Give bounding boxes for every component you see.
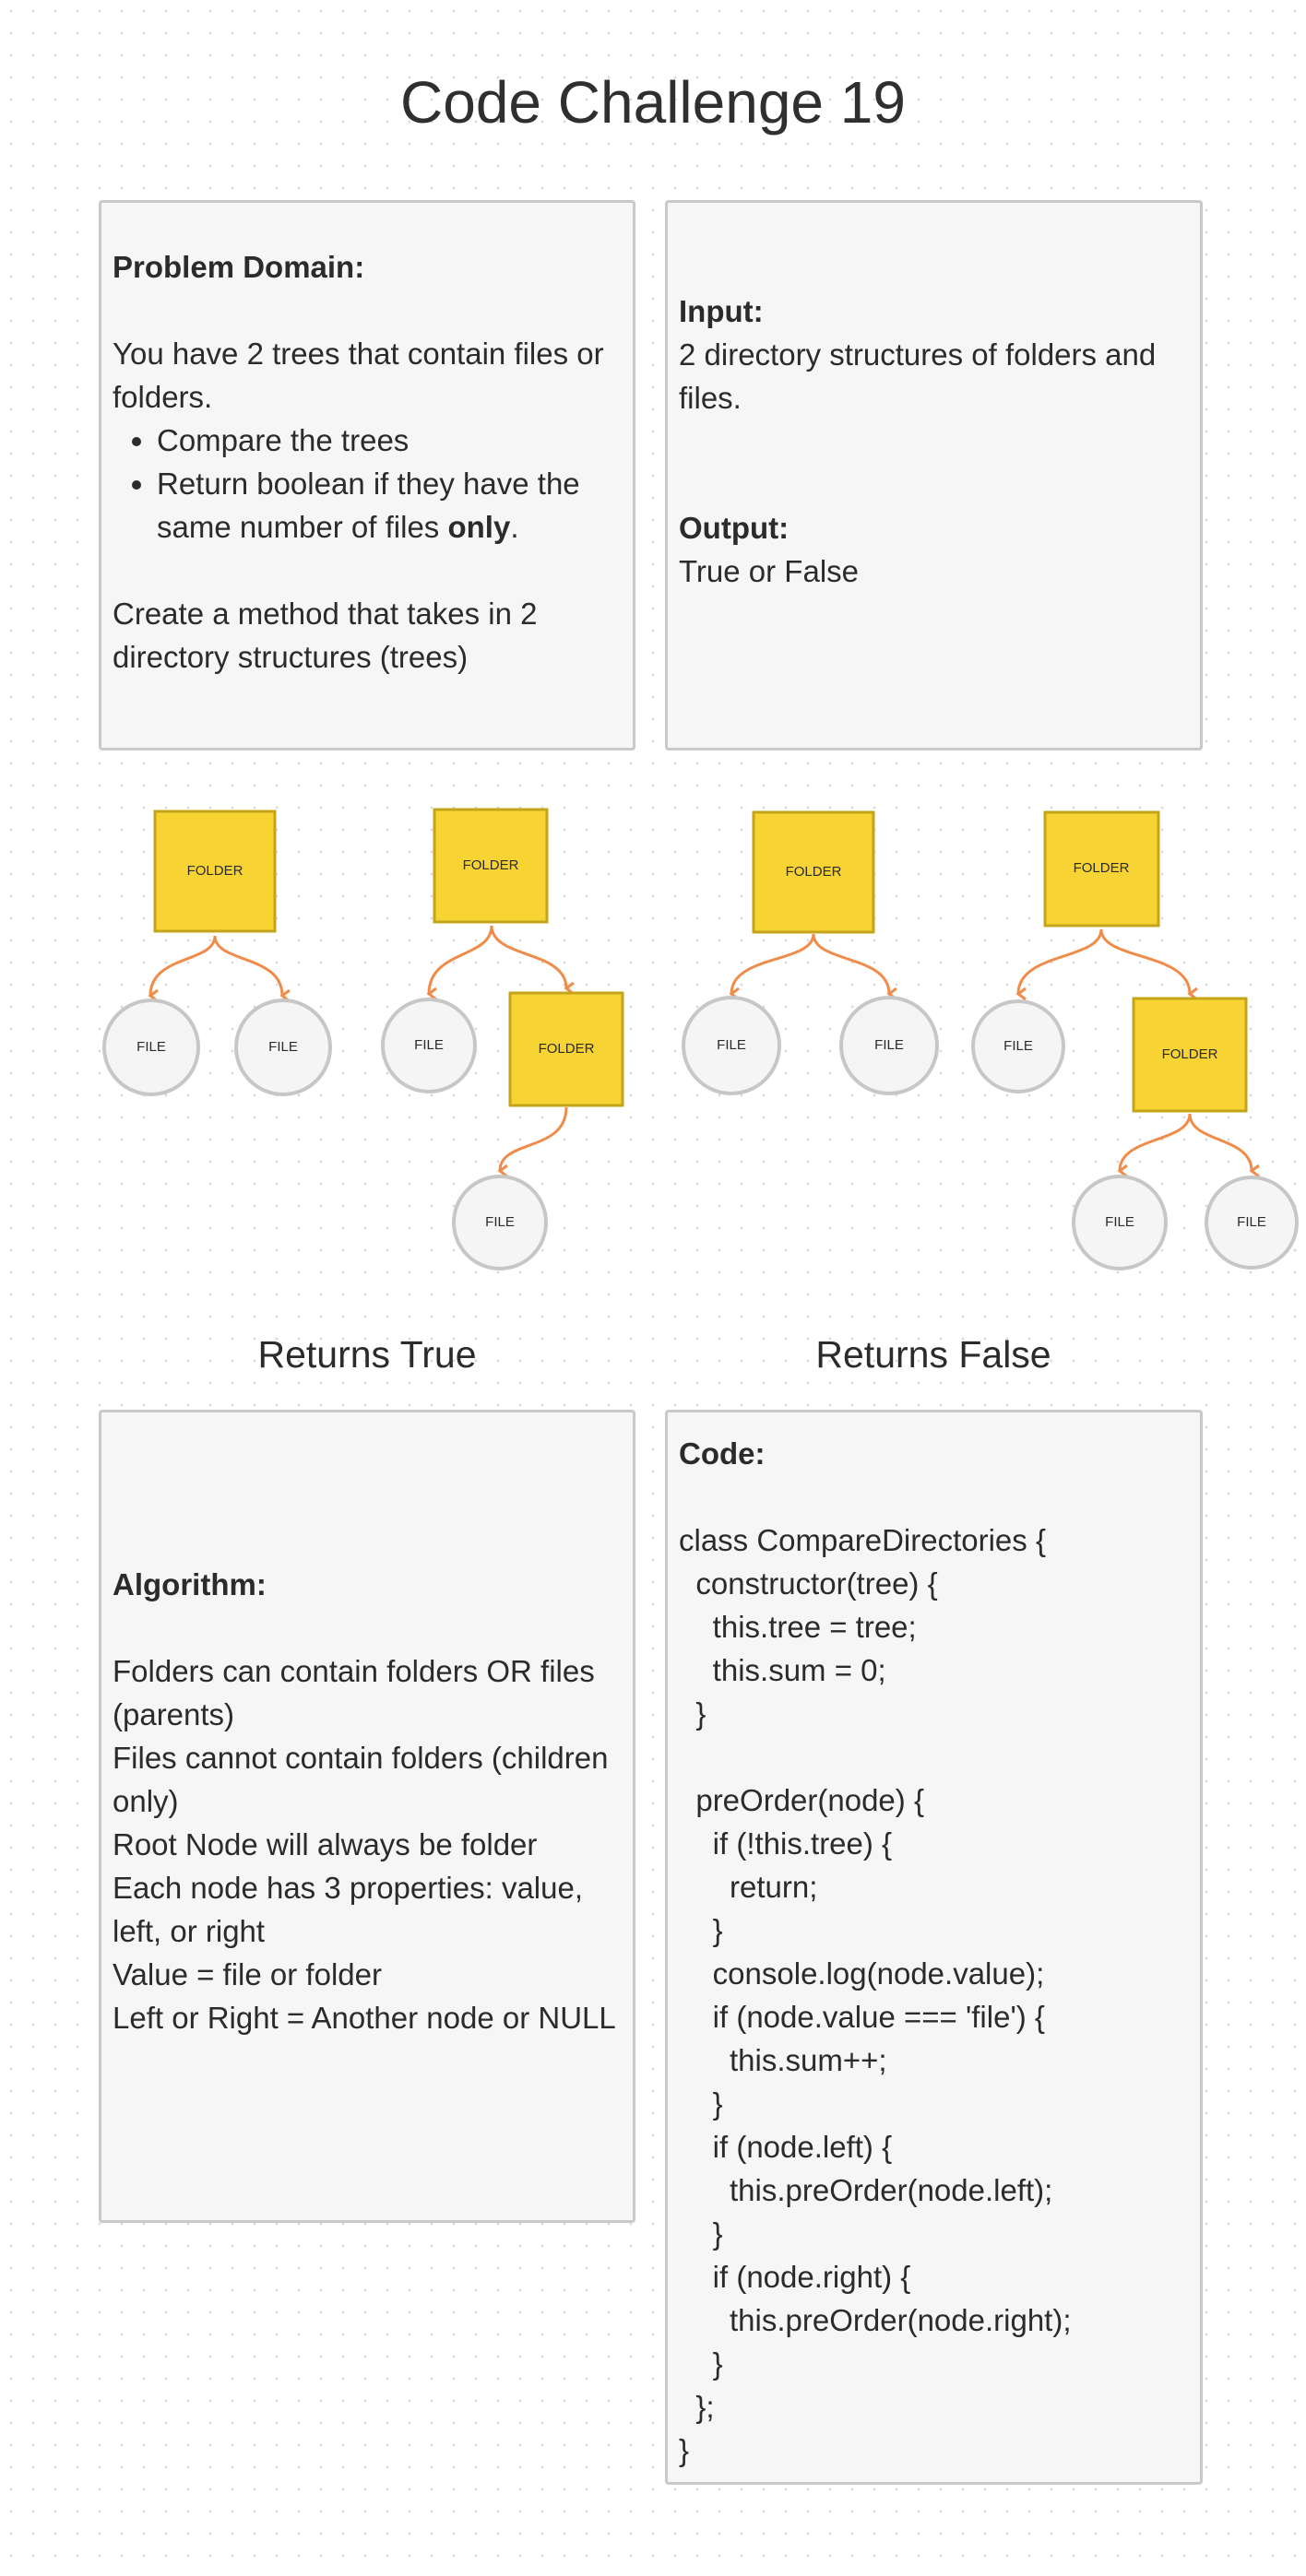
code-line: };: [679, 2390, 715, 2424]
code-heading: Code:: [679, 1436, 766, 1471]
code-line: return;: [679, 1870, 818, 1904]
edge: [1188, 1113, 1252, 1171]
file-node: FILE: [1205, 1176, 1299, 1270]
edge: [150, 935, 217, 996]
svg-text:FOLDER: FOLDER: [463, 857, 519, 873]
file-node: FILE: [971, 999, 1065, 1093]
folder-node: FOLDER: [508, 991, 624, 1107]
svg-text:FILE: FILE: [874, 1037, 904, 1053]
emphasis-only: only: [447, 510, 511, 544]
code-line: constructor(tree) {: [679, 1566, 938, 1601]
algorithm-line: Left or Right = Another node or NULL: [113, 2001, 616, 2035]
svg-text:FILE: FILE: [485, 1214, 515, 1230]
edge: [731, 933, 815, 994]
folder-node: FOLDER: [433, 808, 549, 924]
tree-3: FOLDER FILE FILE: [682, 810, 939, 1095]
problem-domain-heading: Problem Domain:: [113, 250, 365, 284]
tree-2: FOLDER FILE FOLDER FILE: [381, 808, 624, 1270]
input-heading: Input:: [679, 294, 764, 328]
svg-text:FOLDER: FOLDER: [187, 863, 243, 879]
output-text: True or False: [679, 554, 860, 588]
code-line: if (node.value === 'file') {: [679, 2000, 1045, 2034]
algorithm-lines: Folders can contain folders OR files (pa…: [113, 1649, 622, 2039]
code-line: this.tree = tree;: [679, 1610, 917, 1644]
file-node: FILE: [381, 998, 477, 1093]
svg-text:FOLDER: FOLDER: [786, 864, 842, 880]
edge: [500, 1106, 568, 1171]
algorithm-line: Files cannot contain folders (children o…: [113, 1741, 617, 1818]
svg-text:FILE: FILE: [268, 1039, 298, 1055]
tree-diagrams: FOLDER FILE FILE FOLDER FILE FOLDER F: [102, 808, 1299, 1270]
edge: [429, 925, 493, 994]
svg-text:FILE: FILE: [1237, 1214, 1266, 1230]
returns-true-caption: Returns True: [257, 1333, 477, 1376]
algorithm-card: Algorithm: Folders can contain folders O…: [99, 1410, 635, 2223]
svg-text:FILE: FILE: [1105, 1214, 1134, 1230]
folder-node: FOLDER: [1043, 810, 1160, 928]
file-node: FILE: [839, 996, 939, 1095]
code-line: preOrder(node) {: [679, 1783, 924, 1817]
input-output-card: Input: 2 directory structures of folders…: [665, 200, 1203, 750]
code-line: }: [679, 2433, 690, 2467]
file-node: FILE: [1072, 1175, 1168, 1270]
edge: [213, 935, 282, 996]
output-heading: Output:: [679, 511, 790, 545]
algorithm-heading: Algorithm:: [113, 1567, 267, 1601]
algorithm-line: Root Node will always be folder: [113, 1827, 538, 1861]
code-block: class CompareDirectories { constructor(t…: [679, 1475, 1189, 2472]
code-line: }: [679, 2346, 723, 2381]
algorithm-line: Each node has 3 properties: value, left,…: [113, 1871, 592, 1948]
code-line: this.sum++;: [679, 2043, 887, 2077]
code-line: if (node.left) {: [679, 2130, 893, 2164]
problem-domain-card: Problem Domain: You have 2 trees that co…: [99, 200, 635, 750]
svg-text:FILE: FILE: [1003, 1038, 1033, 1054]
page-title: Code Challenge 19: [400, 69, 906, 136]
svg-text:FILE: FILE: [717, 1037, 746, 1053]
code-line: }: [679, 1913, 723, 1947]
edge: [1018, 928, 1103, 994]
code-card: Code: class CompareDirectories { constru…: [665, 1410, 1203, 2485]
folder-node: FOLDER: [752, 810, 875, 934]
code-line: this.preOrder(node.left);: [679, 2173, 1053, 2207]
code-line: }: [679, 2086, 723, 2121]
svg-text:FILE: FILE: [137, 1039, 166, 1055]
tree-1: FOLDER FILE FILE: [102, 809, 332, 1096]
file-node: FILE: [234, 998, 332, 1096]
input-text: 2 directory structures of folders and fi…: [679, 337, 1165, 415]
code-line: [679, 1735, 1189, 1778]
edge: [1099, 928, 1190, 994]
problem-bullet-list: Compare the trees Return boolean if they…: [113, 419, 622, 549]
folder-node: FOLDER: [1132, 997, 1248, 1113]
algorithm-line: Value = file or folder: [113, 1957, 382, 1991]
code-line: }: [679, 2216, 723, 2251]
edge: [1120, 1113, 1192, 1171]
edge: [490, 925, 566, 988]
folder-node: FOLDER: [153, 809, 277, 933]
svg-text:FILE: FILE: [414, 1037, 444, 1053]
tree-4: FOLDER FILE FOLDER FILE FILE: [971, 810, 1299, 1270]
code-line: this.preOrder(node.right);: [679, 2303, 1072, 2337]
code-line: console.log(node.value);: [679, 1956, 1045, 1991]
code-line: class CompareDirectories {: [679, 1523, 1046, 1557]
problem-intro: You have 2 trees that contain files or f…: [113, 337, 612, 414]
code-line: this.sum = 0;: [679, 1653, 886, 1687]
svg-text:FOLDER: FOLDER: [539, 1041, 595, 1057]
file-node: FILE: [452, 1175, 548, 1270]
returns-false-caption: Returns False: [815, 1333, 1051, 1376]
problem-bullet: Return boolean if they have the same num…: [157, 462, 622, 549]
file-node: FILE: [682, 996, 781, 1095]
svg-text:FOLDER: FOLDER: [1074, 860, 1130, 876]
svg-text:FOLDER: FOLDER: [1162, 1046, 1218, 1062]
edge: [812, 933, 889, 994]
file-node: FILE: [102, 998, 200, 1096]
problem-bullet: Compare the trees: [157, 419, 622, 462]
code-line: [679, 1475, 1189, 1518]
code-line: }: [679, 1696, 706, 1731]
code-line: if (!this.tree) {: [679, 1826, 893, 1861]
problem-closing: Create a method that takes in 2 director…: [113, 597, 546, 674]
code-line: if (node.right) {: [679, 2260, 911, 2294]
algorithm-line: Folders can contain folders OR files (pa…: [113, 1654, 603, 1731]
